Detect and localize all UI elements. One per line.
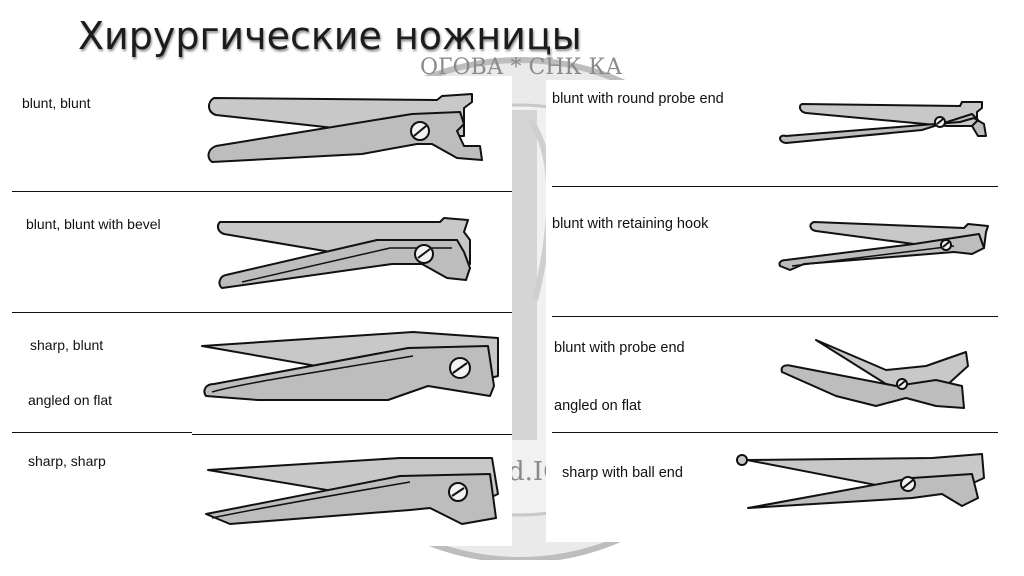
scissors-ball-end-icon bbox=[736, 453, 985, 509]
row-divider bbox=[12, 432, 192, 433]
scissors-round-probe-end-icon bbox=[779, 101, 987, 144]
row-divider bbox=[552, 432, 998, 433]
scissors-label: sharp, blunt bbox=[30, 337, 104, 353]
row-divider bbox=[12, 312, 512, 313]
scissors-retaining-hook-icon bbox=[778, 221, 989, 271]
scissors-label: angled on flat bbox=[554, 398, 642, 414]
scissors-sharp-sharp-icon bbox=[205, 457, 499, 525]
scissors-label: sharp with ball end bbox=[562, 465, 683, 481]
scissors-probe-end-angled-icon bbox=[780, 339, 969, 409]
right-scissors-panel: blunt with round probe end blunt with re… bbox=[546, 80, 998, 542]
scissors-blunt-blunt-icon bbox=[207, 93, 483, 163]
row-divider bbox=[552, 316, 998, 317]
scissors-blunt-blunt-bevel-icon bbox=[216, 217, 471, 289]
scissors-label: blunt with round probe end bbox=[552, 91, 724, 107]
scissors-label: blunt, blunt bbox=[22, 95, 91, 111]
scissors-label: angled on flat bbox=[28, 392, 113, 408]
row-divider bbox=[12, 191, 512, 192]
scissors-sharp-blunt-angled-icon bbox=[201, 331, 499, 401]
scissors-label: sharp, sharp bbox=[28, 453, 106, 469]
scissors-label: blunt, blunt with bevel bbox=[26, 216, 161, 232]
scissors-label: blunt with retaining hook bbox=[552, 216, 709, 232]
seal-fragment-top: ОГОВА * СНК КА bbox=[420, 55, 623, 80]
page-title: Хирургические ножницы bbox=[78, 14, 582, 58]
row-divider bbox=[552, 186, 998, 187]
scissors-label: blunt with probe end bbox=[554, 340, 685, 356]
row-divider bbox=[192, 434, 512, 435]
left-scissors-panel: blunt, blunt blunt, blunt with bevel sha… bbox=[12, 76, 512, 546]
